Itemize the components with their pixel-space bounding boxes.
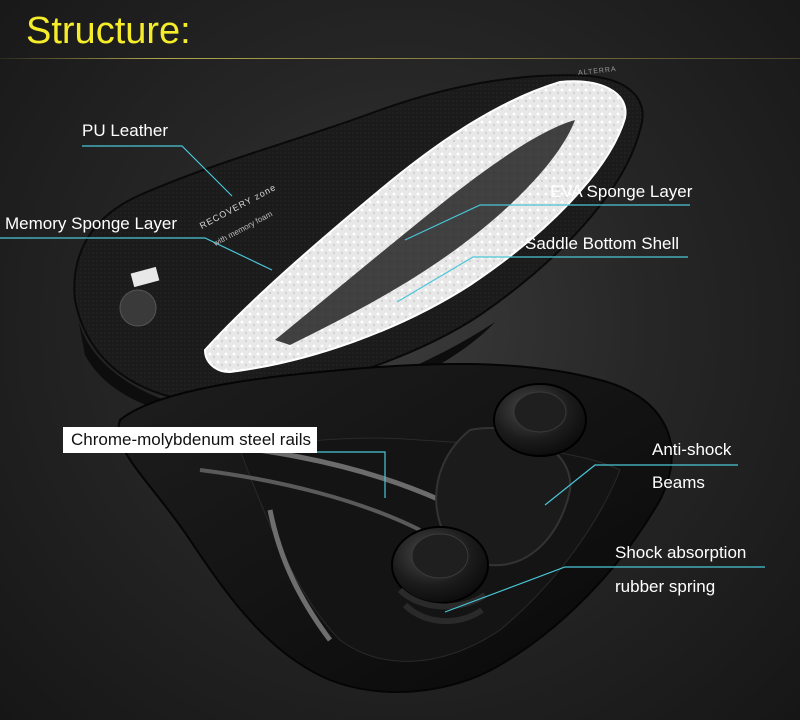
- leader-bottom-shell: [396, 256, 688, 303]
- leader-eva-sponge: [404, 204, 690, 241]
- leader-shock-absorption: [444, 566, 765, 613]
- label-anti-shock: Anti-shock: [652, 440, 732, 459]
- title-underline: [0, 58, 800, 59]
- section-title: Structure:: [26, 10, 191, 52]
- saddle-base: [117, 362, 673, 693]
- label-pu-leather: PU Leather: [82, 121, 168, 140]
- label-rubber-spring: rubber spring: [615, 577, 716, 596]
- leader-memory-sponge: [0, 237, 273, 271]
- leader-lines: [0, 145, 765, 613]
- spring-upper: [493, 383, 587, 457]
- spring-lower: [391, 526, 489, 624]
- label-beams: Beams: [652, 473, 705, 492]
- label-chrome-molybdenum-rails: Chrome-molybdenum steel rails: [63, 427, 317, 453]
- leader-pu-leather: [82, 145, 233, 197]
- label-memory-sponge-layer: Memory Sponge Layer: [5, 214, 177, 233]
- label-eva-sponge-layer: EVA Sponge Layer: [550, 182, 693, 201]
- label-shock-absorption: Shock absorption: [615, 543, 747, 562]
- label-saddle-bottom-shell: Saddle Bottom Shell: [525, 234, 680, 253]
- leader-anti-shock: [544, 464, 738, 506]
